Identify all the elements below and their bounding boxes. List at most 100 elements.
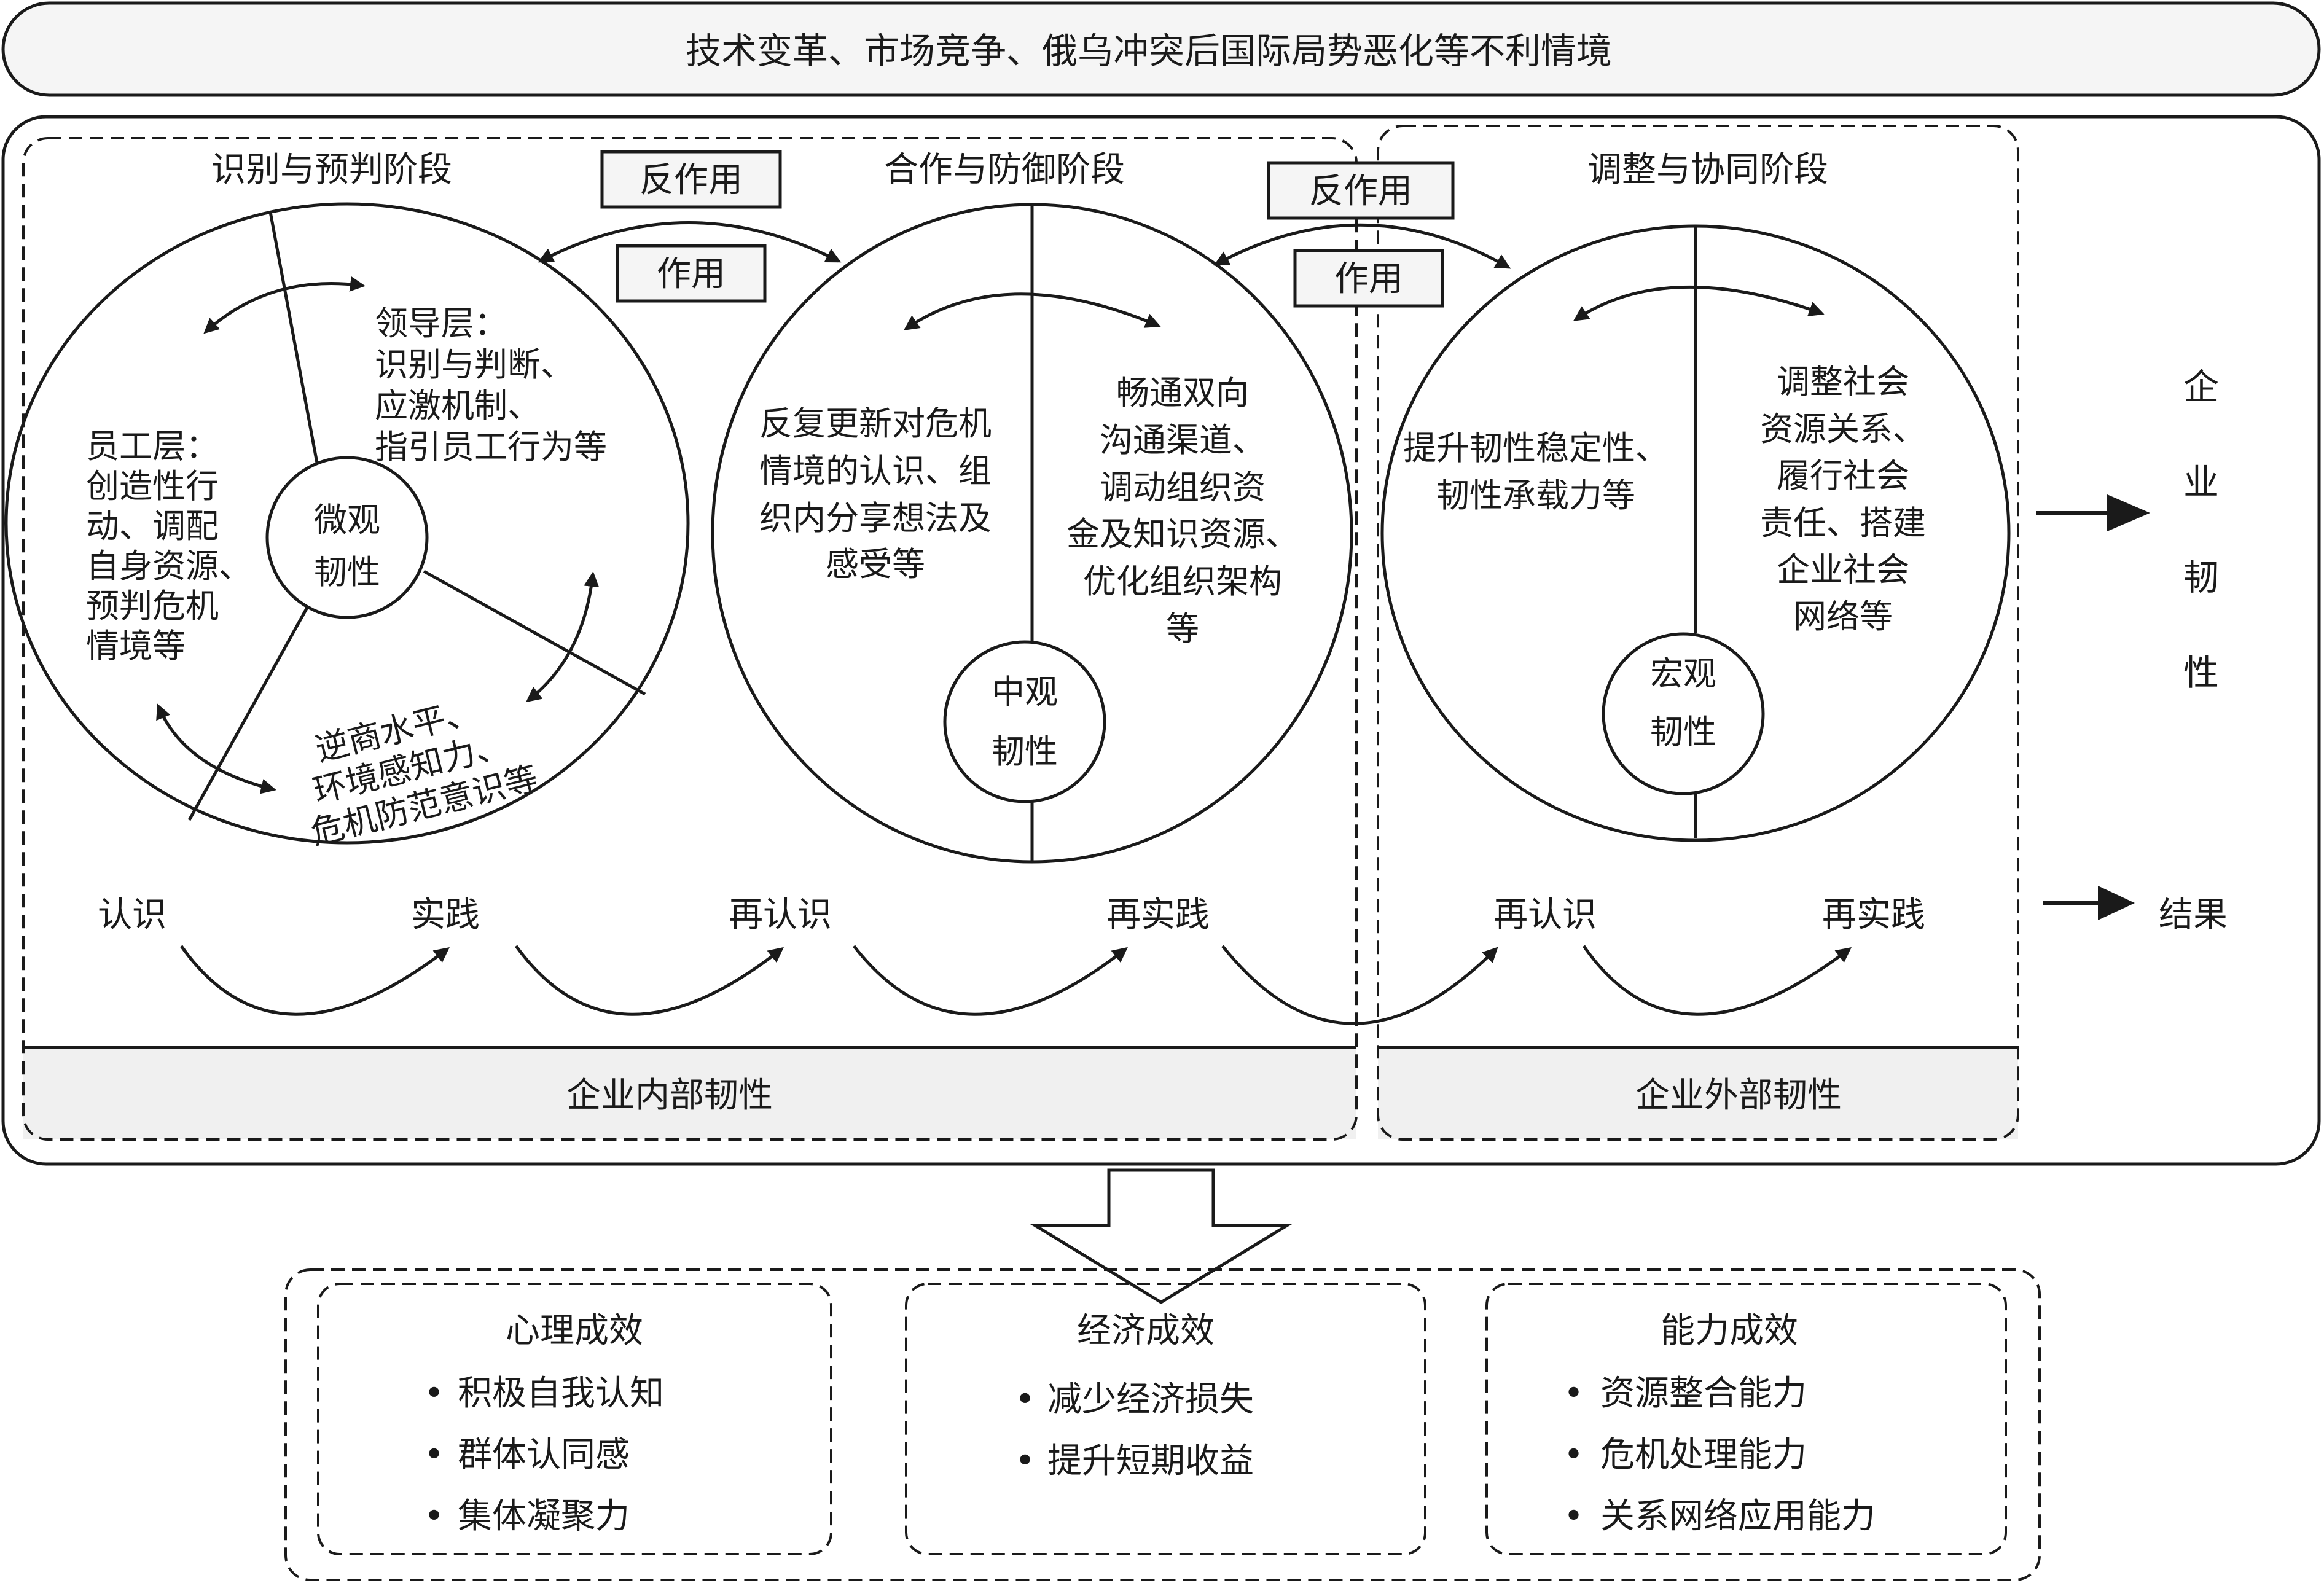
cycle-arrow-3 [853,945,1128,1016]
svg-text:关系网络应用能力: 关系网络应用能力 [1600,1496,1876,1536]
circle3-center [1602,632,1765,795]
stage1-title: 识别与预判阶段 [211,150,452,190]
circle2-arrow-top [903,292,1161,330]
action1-label: 作用 [657,254,726,294]
svg-text:提升短期收益: 提升短期收益 [1047,1441,1254,1481]
svg-text:动、调配: 动、调配 [86,507,219,545]
outcomes-container [284,1268,2041,1581]
circle1-center-line2: 韧性 [314,553,380,592]
svg-text:员工层：: 员工层： [86,427,219,466]
svg-text:织内分享想法及: 织内分享想法及 [759,499,992,537]
circle1-arrow-left [156,703,276,794]
svg-text:集体凝聚力: 集体凝聚力 [458,1496,630,1536]
svg-text:预判危机: 预判危机 [86,587,219,625]
interaction-arrow-1 [538,221,842,263]
svg-text:积极自我认知: 积极自我认知 [458,1374,664,1413]
circle1-center [265,456,429,619]
svg-text:履行社会: 履行社会 [1777,456,1909,495]
svg-text:企业社会: 企业社会 [1777,550,1909,589]
svg-text:企: 企 [2183,366,2219,408]
result-arrow-head [2098,886,2135,920]
circle1-divider-bottom [187,601,312,821]
reaction2-box [1267,161,1455,220]
stage2-title: 合作与防御阶段 [884,150,1125,190]
svg-text:提升韧性稳定性、: 提升韧性稳定性、 [1403,429,1669,467]
svg-text:情境的认识、组: 情境的认识、组 [759,451,992,490]
svg-text:等: 等 [1166,609,1199,648]
ability-items: • 资源整合能力 • 危机处理能力 • 关系网络应用能力 [1563,1374,1876,1536]
circle1-staff-text: 员工层： 创造性行 动、调配 自身资源、 预判危机 情境等 [86,427,252,665]
circle2-center [943,640,1106,803]
svg-text:金及知识资源、: 金及知识资源、 [1066,515,1299,553]
svg-text:识别与判断、: 识别与判断、 [375,345,574,384]
reaction2-label: 反作用 [1309,171,1412,211]
external-label: 企业外部韧性 [1635,1076,1842,1116]
cycle-label-3: 再认识 [729,895,832,935]
circle1-center-line1: 微观 [314,501,380,539]
svg-text:指引员工行为等: 指引员工行为等 [375,428,607,466]
circle3-right-text: 调整社会 资源关系、 履行社会 责任、搭建 企业社会 网络等 [1760,362,1926,636]
svg-text:•: • [1563,1435,1584,1475]
econ-box [905,1283,1426,1555]
cycle-label-1: 认识 [98,895,166,935]
svg-text:韧: 韧 [2183,557,2219,598]
circle3-center-line2: 韧性 [1650,713,1716,751]
svg-text:•: • [424,1435,444,1475]
cycle-labels: 认识 实践 再认识 再实践 再认识 再实践 [98,895,1925,935]
svg-text:资源整合能力: 资源整合能力 [1600,1374,1807,1413]
svg-text:性: 性 [2183,652,2219,694]
internal-label: 企业内部韧性 [566,1076,773,1116]
reaction1-box [600,150,782,209]
svg-text:群体认同感: 群体认同感 [458,1435,630,1475]
svg-text:•: • [1015,1380,1035,1420]
svg-text:•: • [424,1496,444,1536]
svg-text:反复更新对危机: 反复更新对危机 [759,404,992,443]
ability-box [1485,1283,2007,1555]
svg-text:沟通渠道、: 沟通渠道、 [1100,421,1266,459]
econ-title: 经济成效 [1077,1311,1215,1351]
circle2-center-line1: 中观 [992,673,1058,711]
svg-text:危机处理能力: 危机处理能力 [1600,1435,1807,1475]
svg-text:领导层：: 领导层： [375,304,507,343]
svg-text:资源关系、: 资源关系、 [1760,410,1926,448]
cycle-label-2: 实践 [411,895,480,935]
circle1-arrow-top [203,276,366,334]
svg-text:调动组织资: 调动组织资 [1100,468,1266,507]
circle3-center-line1: 宏观 [1650,654,1716,693]
circle3-arrow-top [1573,285,1825,321]
svg-text:•: • [424,1374,444,1413]
svg-text:•: • [1563,1496,1584,1536]
circle-micro [4,202,690,845]
psych-title: 心理成效 [506,1311,643,1351]
svg-text:自身资源、: 自身资源、 [86,547,252,585]
circle1-leader-text: 领导层： 识别与判断、 应激机制、 指引员工行为等 [375,304,607,466]
cycle-label-6: 再实践 [1822,895,1925,935]
econ-items: • 减少经济损失 • 提升短期收益 [1015,1380,1254,1481]
svg-text:感受等: 感受等 [826,545,925,584]
external-region [1377,125,2019,1141]
svg-text:网络等: 网络等 [1793,597,1893,636]
ability-title: 能力成效 [1661,1311,1798,1351]
circle2-center-line2: 韧性 [992,732,1058,771]
circle1-divider-right [423,569,646,696]
external-bar [1378,1047,2018,1139]
cycle-arrow-2 [514,945,784,1016]
cycle-label-5: 再认识 [1493,895,1597,935]
top-banner-box [1,1,2321,97]
svg-text:畅通双向: 畅通双向 [1116,373,1249,412]
resilience-arrow-head [2107,494,2150,531]
svg-text:情境等: 情境等 [86,627,186,665]
circle3-left-text: 提升韧性稳定性、 韧性承载力等 [1403,429,1669,515]
svg-text:韧性承载力等: 韧性承载力等 [1436,476,1635,515]
cycle-arrow-5 [1582,945,1852,1016]
cycle-arrow-1 [179,945,450,1016]
stage3-title: 调整与协同阶段 [1587,150,1828,190]
psych-box [317,1283,832,1555]
circle1-arrow-right [526,571,600,703]
internal-region [22,137,1358,1141]
svg-text:应激机制、: 应激机制、 [375,386,541,425]
svg-text:减少经济损失: 减少经济损失 [1047,1380,1254,1420]
circle2-right-text: 畅通双向 沟通渠道、 调动组织资 金及知识资源、 优化组织架构 等 [1066,373,1299,648]
svg-text:优化组织架构: 优化组织架构 [1083,562,1282,601]
